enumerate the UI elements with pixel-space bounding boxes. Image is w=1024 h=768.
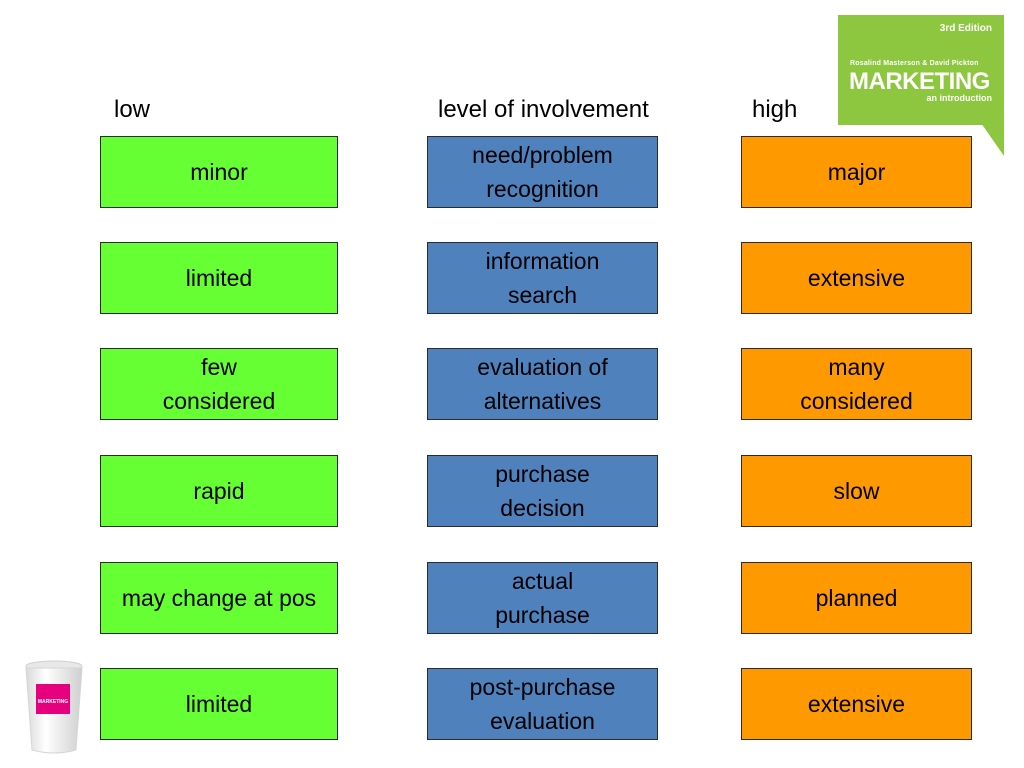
- high-box-need-recognition: major: [741, 136, 972, 208]
- stage-box-actual-purchase: actual purchase: [427, 562, 658, 634]
- high-box-actual-purchase: planned: [741, 562, 972, 634]
- high-header: high: [752, 96, 798, 123]
- high-box-post-purchase: extensive: [741, 668, 972, 740]
- coffee-cup-icon: MARKETING: [25, 660, 83, 754]
- low-box-post-purchase: limited: [100, 668, 338, 740]
- book-logo: 3rd Edition Rosalind Masterson & David P…: [838, 15, 1004, 156]
- high-box-evaluation: many considered: [741, 348, 972, 420]
- stage-box-post-purchase: post-purchase evaluation: [427, 668, 658, 740]
- logo-authors: Rosalind Masterson & David Pickton: [850, 60, 979, 67]
- high-box-information-search: extensive: [741, 242, 972, 314]
- high-box-purchase-decision: slow: [741, 455, 972, 527]
- low-box-purchase-decision: rapid: [100, 455, 338, 527]
- stage-box-information-search: information search: [427, 242, 658, 314]
- level-of-involvement-header: level of involvement: [438, 96, 649, 123]
- stage-box-need-recognition: need/problem recognition: [427, 136, 658, 208]
- logo-title: MARKETING: [849, 68, 990, 95]
- low-box-evaluation: few considered: [100, 348, 338, 420]
- stage-box-purchase-decision: purchase decision: [427, 455, 658, 527]
- low-box-information-search: limited: [100, 242, 338, 314]
- logo-subtitle: an introduction: [926, 93, 993, 103]
- low-box-actual-purchase: may change at pos: [100, 562, 338, 634]
- low-box-need-recognition: minor: [100, 136, 338, 208]
- cup-label: MARKETING: [38, 699, 68, 705]
- stage-box-evaluation: evaluation of alternatives: [427, 348, 658, 420]
- low-header: low: [114, 96, 151, 123]
- logo-edition: 3rd Edition: [939, 23, 992, 34]
